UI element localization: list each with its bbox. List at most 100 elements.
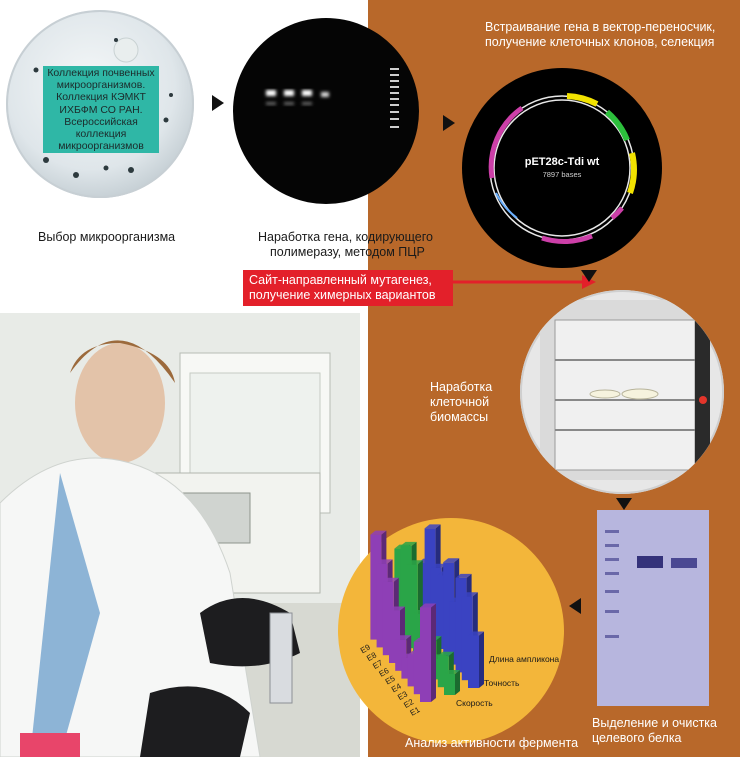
bar-side [431, 603, 436, 702]
lab-photo [0, 313, 360, 757]
plasmid-map-image: pET28c-Tdi wt 7897 bases [462, 68, 662, 268]
collection-label-line: Коллекция почвенных [47, 67, 155, 79]
protein-gel-image [597, 510, 709, 706]
category-label: E5 [384, 674, 397, 687]
bar-E6-0 [389, 610, 400, 663]
arrow-down-icon [616, 498, 632, 510]
bar-E9-2 [418, 562, 430, 626]
microorganism-collection-label: Коллекция почвенных микроорганизмов. Кол… [43, 66, 159, 154]
mutagenesis-label-line: Сайт-направленный мутагенез, [249, 273, 432, 287]
arrow-left-icon [569, 598, 581, 614]
bar-top [424, 524, 441, 529]
category-label: E9 [359, 642, 372, 655]
collection-label-line: ИХБФМ СО РАН. [59, 103, 143, 116]
step2-caption-line: Наработка гена, кодирующего [258, 230, 433, 244]
bar-side [479, 631, 484, 688]
step4-caption: Наработка клеточной биомассы [430, 380, 492, 425]
bar-top [406, 560, 423, 565]
bar-top [444, 670, 460, 674]
step3-caption-line: получение клеточных клонов, селекция [485, 35, 715, 49]
plasmid-ring [488, 93, 637, 244]
bar-E6-2 [437, 575, 448, 649]
series-label: Скорость [456, 698, 493, 708]
plasmid-size: 7897 bases [542, 170, 582, 179]
bar-top [382, 577, 399, 582]
series-label: Точность [484, 678, 520, 688]
category-label: E1 [409, 705, 422, 718]
collection-label-line: Коллекция КЭМКТ [56, 91, 146, 104]
bar-top [395, 635, 412, 640]
incubator-image [520, 290, 724, 494]
bar-E9-1 [394, 548, 406, 633]
bar-top [430, 563, 447, 568]
step5-caption-line: Выделение и очистка [592, 716, 718, 730]
step1-caption: Выбор микроорганизма [38, 230, 176, 244]
bar-E4-2 [449, 601, 461, 665]
bar-top [376, 559, 393, 564]
gel-bands [266, 68, 399, 128]
bar-E3-2 [455, 577, 467, 673]
bar-E7-2 [430, 567, 442, 642]
step5-caption-line: целевого белка [592, 731, 682, 745]
category-label: E6 [378, 666, 391, 679]
collection-label-line: Всероссийская [64, 115, 138, 128]
step4-caption-line: Наработка [430, 380, 493, 394]
arrow-down-icon [581, 270, 597, 282]
bar-top [370, 530, 387, 535]
category-label: E7 [371, 658, 384, 671]
step2-caption-line: полимеразу, методом ПЦР [270, 245, 425, 259]
series-label: Длина ампликона [489, 654, 559, 664]
mutagenesis-label: Сайт-направленный мутагенез, получение х… [243, 270, 453, 306]
bar-E5-2 [443, 562, 455, 657]
step5-caption: Выделение и очистка целевого белка [592, 716, 717, 746]
category-label: E3 [396, 689, 409, 702]
bar-E4-0 [401, 657, 413, 679]
collection-label-line: микроорганизмов [58, 140, 144, 153]
bar-E3-1 [431, 658, 443, 680]
step3-caption: Встраивание гена в вектор-переносчик, по… [485, 20, 715, 50]
bar-top [400, 541, 417, 546]
plasmid-name: pET28c-Tdi wt [524, 156, 600, 168]
bar-top [437, 651, 454, 656]
bar-E2-0 [413, 641, 425, 695]
bar-top [468, 631, 484, 636]
bar-E2-2 [461, 596, 473, 681]
bar-E9-0 [370, 534, 382, 640]
bar-top [420, 603, 436, 608]
mutagenesis-label-line: получение химерных вариантов [249, 288, 436, 302]
protein-gel-bands [605, 530, 697, 638]
collection-label-line: микроорганизмов. [56, 79, 146, 92]
step4-caption-line: биомассы [430, 410, 489, 424]
bar-E2-1 [437, 655, 449, 688]
category-label: E2 [402, 697, 415, 710]
step2-caption: Наработка гена, кодирующего полимеразу, … [258, 230, 433, 260]
bar-E1-0 [420, 607, 431, 702]
lab-scene [0, 313, 360, 757]
step6-caption: Анализ активности фермента [405, 736, 579, 750]
category-label: E4 [390, 681, 403, 694]
bar-E6-1 [413, 614, 424, 656]
bar-E7-0 [382, 581, 394, 656]
bar-E3-0 [407, 654, 419, 687]
incubator-shelves [540, 300, 710, 480]
bar-E1-1 [444, 674, 455, 695]
step4-caption-line: клеточной [430, 395, 490, 409]
bar-top [389, 606, 405, 611]
gel-electrophoresis-image [233, 18, 419, 204]
arrow-right-icon [212, 95, 224, 111]
category-label: E8 [365, 650, 378, 663]
bar-E8-1 [400, 545, 412, 641]
bar-E1-2 [468, 635, 479, 688]
bar-top [461, 592, 478, 597]
collection-label-line: коллекция [75, 128, 127, 141]
bar-top [455, 573, 472, 578]
bar-top [443, 558, 460, 563]
mutagenesis-arrow-icon [452, 275, 596, 289]
step3-caption-line: Встраивание гена в вектор-переносчик, [485, 20, 716, 34]
bar-E8-0 [376, 563, 388, 648]
bar-E8-2 [424, 528, 436, 634]
bar-E7-1 [406, 564, 418, 649]
bar-E5-0 [395, 639, 407, 671]
bar-side [455, 670, 460, 695]
